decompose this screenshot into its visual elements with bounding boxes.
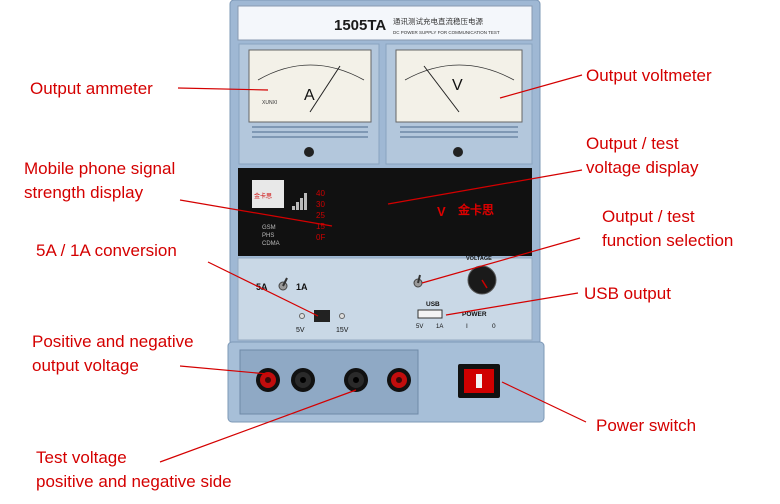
v15-label: 15V	[336, 327, 349, 334]
signal-level-2: 30	[316, 200, 325, 209]
signal-level-4: 15	[316, 222, 325, 231]
voltmeter-zero-screw[interactable]	[453, 147, 463, 157]
display-v: V	[437, 204, 446, 219]
usb-port[interactable]	[417, 309, 443, 319]
display-brand: 金卡思	[457, 202, 494, 217]
model-number: 1505TA	[334, 17, 386, 34]
test-terminal-positive[interactable]	[387, 368, 411, 392]
signal-level-3: 25	[316, 211, 325, 220]
label-output-ammeter: Output ammeter	[30, 79, 153, 98]
current-toggle-switch[interactable]	[278, 277, 288, 291]
v5-label: 5V	[296, 327, 305, 334]
power-on-mark: I	[466, 323, 468, 330]
mode-cdma: CDMA	[262, 241, 280, 247]
usb-current: 1A	[436, 324, 443, 330]
voltmeter-symbol: V	[452, 77, 463, 94]
voltage-select-switch[interactable]	[314, 310, 330, 322]
label-power-switch: Power switch	[596, 416, 697, 435]
signal-level-5: 0F	[316, 233, 325, 242]
output-terminal-negative[interactable]	[291, 368, 315, 392]
usb-label: USB	[426, 301, 440, 308]
display-panel	[238, 168, 532, 256]
ammeter: A XUNXI	[248, 49, 372, 123]
signal-level-1: 40	[316, 189, 325, 198]
ammeter-symbol: A	[304, 87, 315, 104]
power-off-mark: 0	[492, 323, 496, 330]
title-cn: 通讯测试充电直流稳压电源	[393, 16, 483, 26]
signal-bars	[292, 193, 307, 210]
label-usb-output: USB output	[584, 284, 671, 303]
power-label: POWER	[462, 311, 487, 318]
title-en: DC POWER SUPPLY FOR COMMUNICATION TEST	[393, 30, 500, 35]
voltage-knob-label: VOLTAGE	[466, 256, 492, 262]
test-terminal-negative[interactable]	[344, 368, 368, 392]
voltmeter: V	[395, 49, 523, 123]
mode-gsm: GSM	[262, 225, 276, 231]
title-strip	[237, 5, 533, 41]
ammeter-brand: XUNXI	[262, 100, 277, 106]
switch-1a-label: 1A	[296, 282, 308, 292]
label-conversion: 5A / 1A conversion	[36, 241, 177, 260]
mode-phs: PHS	[262, 233, 274, 239]
ammeter-zero-screw[interactable]	[304, 147, 314, 157]
usb-spec: 5V	[416, 324, 423, 330]
switch-5a-label: 5A	[256, 282, 268, 292]
brand-cn: 金卡思	[254, 192, 272, 200]
label-output-voltmeter: Output voltmeter	[586, 66, 712, 85]
